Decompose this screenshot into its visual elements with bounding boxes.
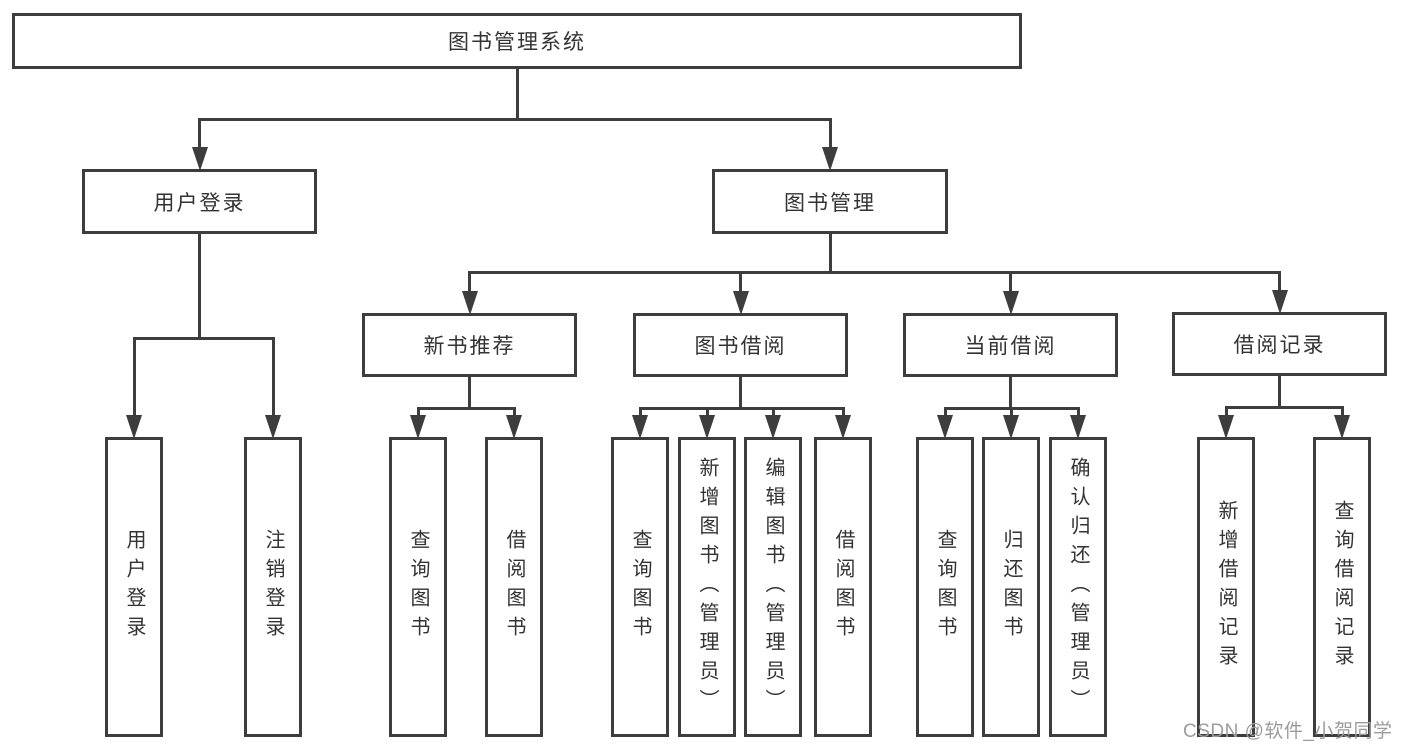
connector-line — [416, 407, 516, 410]
arrow-down-icon — [410, 415, 426, 439]
node-leaf-user-login: 用户登录 — [105, 437, 163, 737]
node-br-add: 新增借阅记录 — [1197, 437, 1255, 737]
node-label: 图书借阅 — [694, 335, 787, 358]
connector-line — [739, 375, 742, 409]
connector-line — [512, 407, 516, 417]
node-label: 用户登录 — [123, 529, 145, 645]
node-label: 注销登录 — [262, 529, 284, 645]
arrow-down-icon — [506, 415, 522, 439]
connector-line — [943, 407, 947, 417]
connector-line — [841, 407, 845, 417]
arrow-down-icon — [1218, 415, 1234, 439]
node-label: 查询图书 — [629, 529, 651, 645]
connector-line — [1076, 407, 1080, 417]
node-book-borrow: 图书借阅 — [633, 313, 848, 377]
connector-line — [638, 407, 642, 417]
connector-line — [1278, 271, 1281, 292]
connector-line — [132, 337, 136, 417]
node-label: 编辑图书（管理员） — [762, 456, 784, 718]
node-label: 确认归还（管理员） — [1067, 456, 1089, 718]
node-cb-query: 查询图书 — [916, 437, 974, 737]
connector-line — [468, 271, 1281, 274]
connector-line — [739, 271, 742, 293]
node-current-borrow: 当前借阅 — [903, 313, 1118, 377]
node-label: 借阅图书 — [832, 529, 854, 645]
node-label: 借阅记录 — [1233, 334, 1326, 357]
node-cb-return: 归还图书 — [982, 437, 1040, 737]
node-label: 图书管理系统 — [448, 31, 586, 54]
node-bb-borrow: 借阅图书 — [814, 437, 872, 737]
connector-line — [771, 407, 775, 417]
connector-line — [132, 337, 275, 340]
arrow-down-icon — [461, 291, 478, 315]
connector-line — [828, 118, 832, 149]
node-new-book-rec: 新书推荐 — [362, 313, 577, 377]
watermark: CSDN @软件_小贺同学 — [1183, 721, 1393, 742]
arrow-down-icon — [699, 415, 715, 439]
node-root: 图书管理系统 — [12, 13, 1022, 69]
connector-line — [1340, 406, 1344, 417]
connector-line — [1224, 406, 1344, 409]
node-book-mgmt: 图书管理 — [712, 169, 948, 234]
arrow-down-icon — [265, 415, 281, 439]
node-label: 图书管理 — [784, 191, 876, 215]
node-label: 新书推荐 — [423, 335, 516, 358]
node-label: 新增图书（管理员） — [696, 456, 718, 718]
connector-line — [271, 337, 275, 417]
connector-line — [1224, 406, 1228, 417]
connector-line — [828, 232, 832, 273]
arrow-down-icon — [632, 415, 648, 439]
node-br-query: 查询借阅记录 — [1313, 437, 1371, 737]
arrow-down-icon — [765, 415, 781, 439]
node-label: 新增借阅记录 — [1215, 500, 1237, 674]
arrow-down-icon — [1003, 415, 1019, 439]
connector-line — [1009, 375, 1012, 409]
connector-line — [515, 67, 519, 120]
node-label: 查询借阅记录 — [1331, 500, 1353, 674]
arrow-down-icon — [1271, 290, 1288, 314]
connector-line — [468, 375, 471, 409]
node-label: 查询图书 — [407, 529, 429, 645]
connector-line — [1009, 271, 1012, 293]
node-bb-edit: 编辑图书（管理员） — [744, 437, 802, 737]
node-borrow-records: 借阅记录 — [1172, 312, 1387, 376]
node-label: 查询图书 — [934, 529, 956, 645]
arrow-down-icon — [822, 147, 838, 171]
node-leaf-logout: 注销登录 — [244, 437, 302, 737]
connector-line — [198, 232, 201, 339]
node-bb-query: 查询图书 — [611, 437, 669, 737]
node-label: 当前借阅 — [964, 335, 1057, 358]
connector-line — [1278, 374, 1281, 408]
connector-line — [198, 118, 832, 121]
node-nb-query: 查询图书 — [389, 437, 447, 737]
node-nb-borrow: 借阅图书 — [485, 437, 543, 737]
connector-line — [638, 407, 845, 410]
arrow-down-icon — [732, 291, 749, 315]
arrow-down-icon — [835, 415, 851, 439]
arrow-down-icon — [1334, 415, 1350, 439]
node-label: 借阅图书 — [503, 529, 525, 645]
node-bb-add: 新增图书（管理员） — [678, 437, 736, 737]
connector-line — [198, 118, 201, 149]
connector-line — [1009, 407, 1013, 417]
node-user-login: 用户登录 — [82, 169, 317, 234]
connector-line — [416, 407, 420, 417]
arrow-down-icon — [937, 415, 953, 439]
connector-line — [705, 407, 709, 417]
node-label: 用户登录 — [153, 191, 246, 215]
node-label: 归还图书 — [1000, 529, 1022, 645]
node-cb-confirm: 确认归还（管理员） — [1049, 437, 1107, 737]
arrow-down-icon — [126, 415, 142, 439]
connector-line — [468, 271, 471, 293]
arrow-down-icon — [191, 147, 208, 171]
arrow-down-icon — [1070, 415, 1086, 439]
arrow-down-icon — [1002, 291, 1019, 315]
